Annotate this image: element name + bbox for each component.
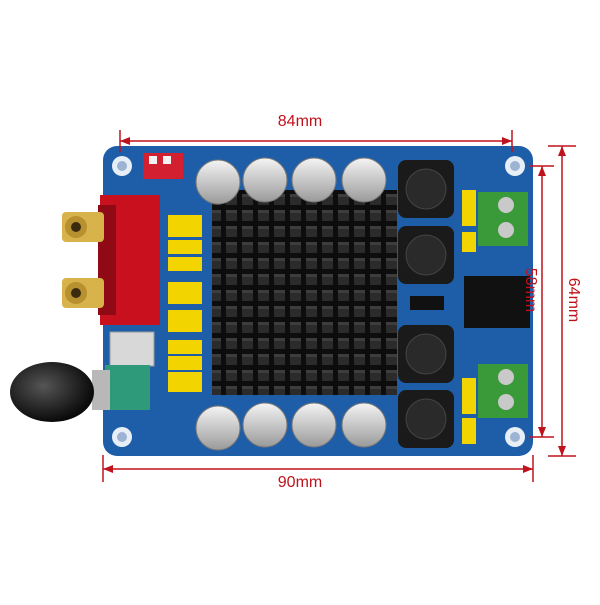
dimension-bottom-label: 90mm bbox=[277, 474, 323, 491]
inductors bbox=[398, 160, 454, 448]
diode bbox=[410, 296, 444, 310]
film-capacitors bbox=[168, 215, 202, 392]
capacitors-bottom bbox=[195, 402, 387, 451]
header-connector bbox=[109, 331, 155, 367]
dimension-right-outer-label: 64mm bbox=[565, 277, 582, 323]
speaker-terminals bbox=[478, 192, 528, 418]
rca-jacks bbox=[62, 212, 104, 308]
capacitors-top bbox=[195, 157, 387, 205]
small-caps bbox=[462, 190, 476, 444]
dimension-lines bbox=[102, 130, 576, 482]
dimension-top-label: 84mm bbox=[277, 113, 323, 130]
dc-jack bbox=[464, 276, 530, 328]
dimension-right-inner-label: 58mm bbox=[522, 267, 539, 313]
heatsink bbox=[212, 190, 397, 395]
volume-knob bbox=[10, 362, 94, 422]
volume-pot-body bbox=[105, 365, 150, 410]
mounting-holes bbox=[112, 156, 525, 447]
